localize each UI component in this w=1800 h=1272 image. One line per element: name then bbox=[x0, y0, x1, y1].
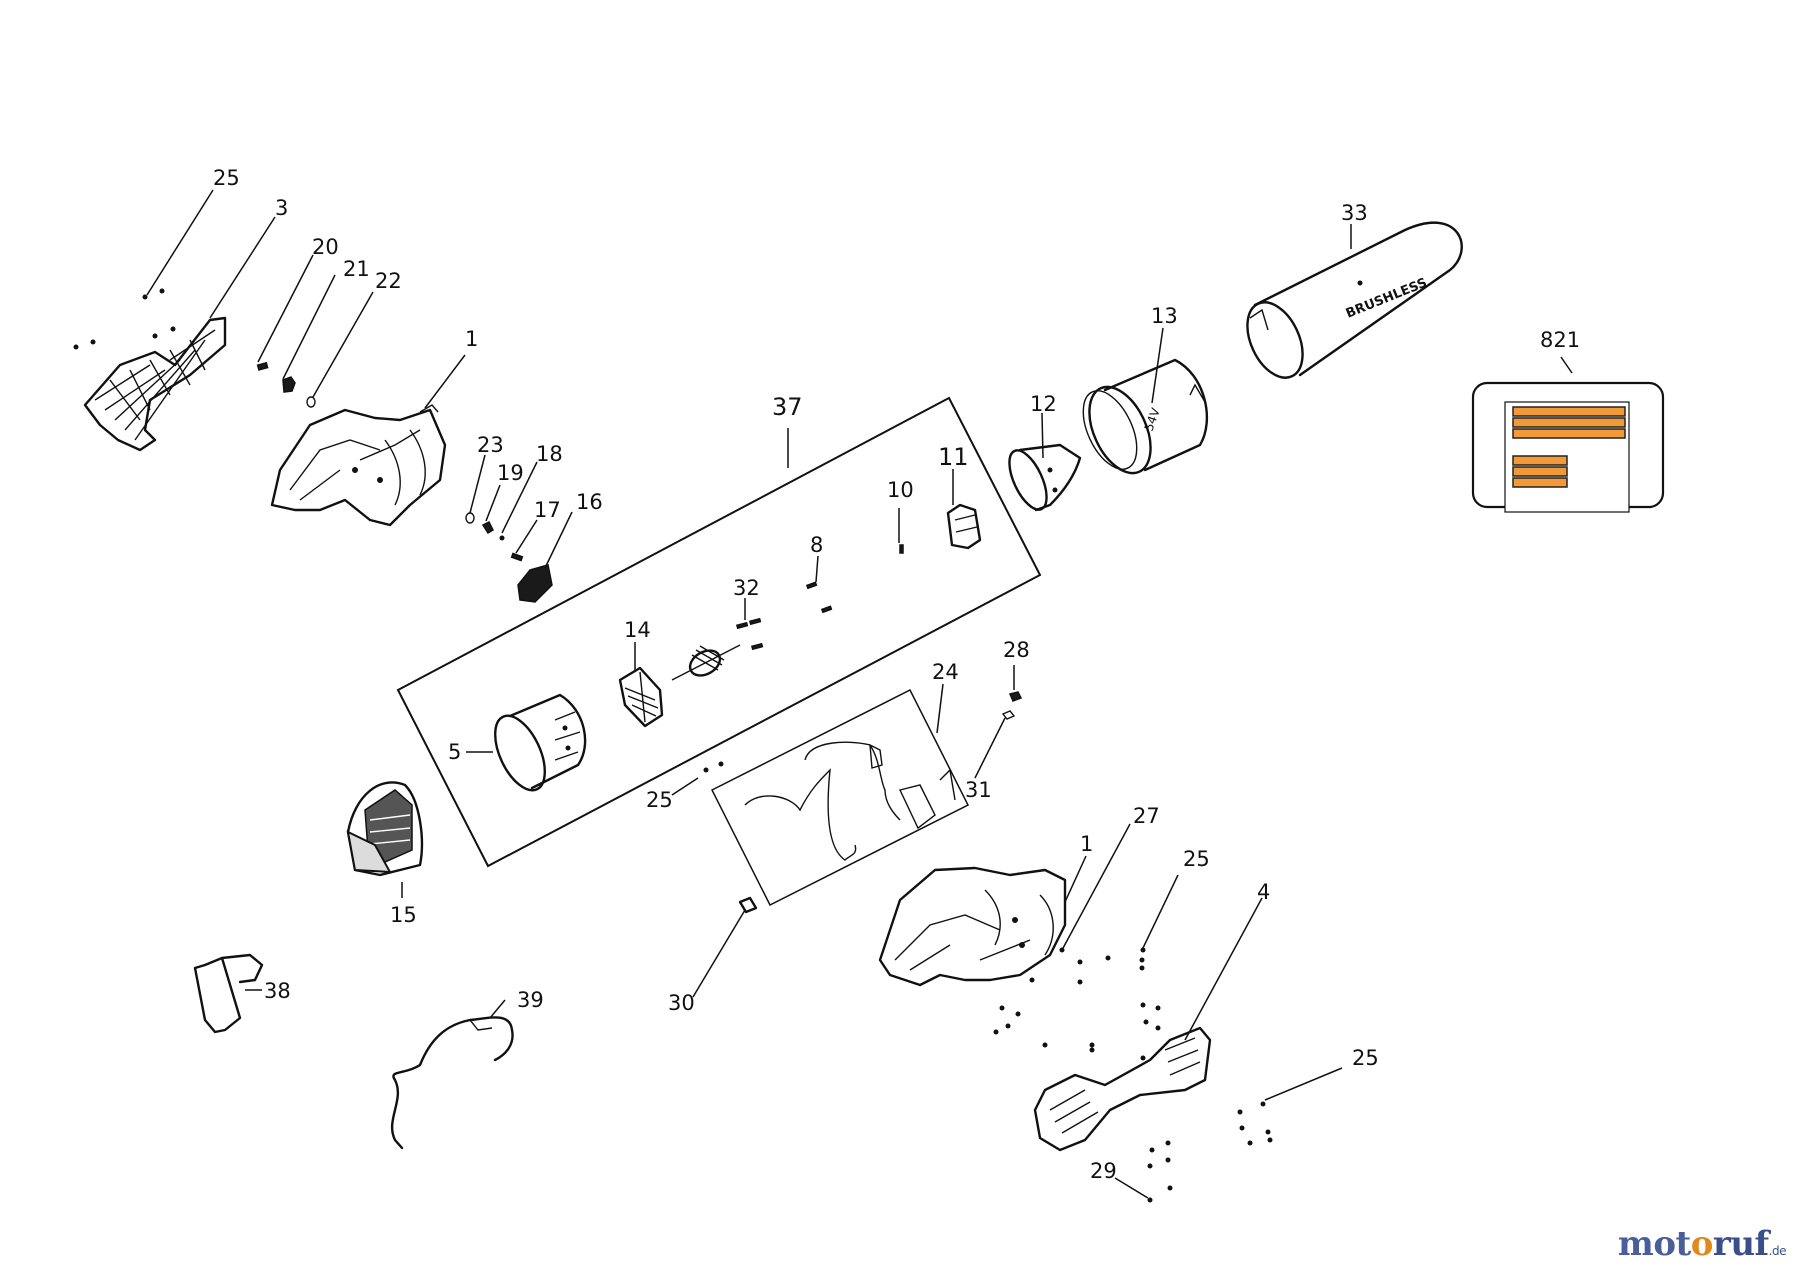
callout-29: 29 bbox=[1090, 1159, 1117, 1183]
callout-10: 10 bbox=[887, 478, 914, 502]
callout-11: 11 bbox=[938, 443, 969, 471]
part-38-bracket bbox=[193, 953, 264, 1034]
small-parts-20-21-22 bbox=[256, 361, 316, 408]
part-30-nut bbox=[738, 896, 758, 914]
callout-24: 24 bbox=[932, 660, 959, 684]
part-5-motor-housing bbox=[494, 693, 587, 792]
part-32-screws bbox=[735, 617, 764, 651]
callout-39: 39 bbox=[517, 988, 544, 1012]
part-16-trigger bbox=[517, 564, 553, 603]
callout-16: 16 bbox=[576, 490, 603, 514]
callout-8: 8 bbox=[810, 533, 823, 557]
leader-lines bbox=[146, 189, 1573, 1199]
part-25-screws-lower bbox=[993, 947, 1273, 1203]
callout-38: 38 bbox=[264, 979, 291, 1003]
part-14-fan bbox=[618, 666, 664, 728]
watermark-part1: mot bbox=[1617, 1224, 1691, 1264]
part-24-wiring-harness bbox=[710, 688, 970, 907]
callout-20: 20 bbox=[312, 235, 339, 259]
part-25-screws-mid bbox=[703, 761, 724, 773]
part-11-bearing-cap bbox=[946, 503, 982, 550]
callout-13: 13 bbox=[1151, 304, 1178, 328]
callout-21: 21 bbox=[343, 257, 370, 281]
part-12-cone bbox=[1008, 443, 1082, 512]
callout-25-lower: 25 bbox=[1183, 847, 1210, 871]
callout-28: 28 bbox=[1003, 638, 1030, 662]
callout-25-bottom: 25 bbox=[1352, 1046, 1379, 1070]
callout-18: 18 bbox=[536, 442, 563, 466]
part-1-housing-upper bbox=[270, 404, 447, 527]
callout-14: 14 bbox=[624, 618, 651, 642]
part-33-blower-tube: BRUSHLESS bbox=[1246, 221, 1463, 379]
callout-25-mid: 25 bbox=[646, 788, 673, 812]
part-821-label bbox=[1471, 381, 1665, 513]
callout-15: 15 bbox=[390, 903, 417, 927]
callout-31: 31 bbox=[965, 778, 992, 802]
part-1-housing-lower bbox=[878, 866, 1067, 987]
motor-rotor bbox=[671, 644, 741, 681]
callout-17: 17 bbox=[534, 498, 561, 522]
callout-4: 4 bbox=[1257, 880, 1270, 904]
part-15-inlet-filter bbox=[346, 781, 423, 877]
callout-23: 23 bbox=[477, 433, 504, 457]
callout-5: 5 bbox=[448, 740, 461, 764]
callout-25: 25 bbox=[213, 166, 240, 190]
watermark-part3: ruf bbox=[1712, 1224, 1769, 1264]
assembly-box-37 bbox=[396, 396, 1042, 868]
part-8-screws bbox=[805, 581, 833, 614]
part-39-wire bbox=[390, 1016, 514, 1150]
callout-27: 27 bbox=[1133, 804, 1160, 828]
callout-3: 3 bbox=[275, 196, 288, 220]
watermark-suffix: .de bbox=[1768, 1244, 1787, 1258]
callout-821: 821 bbox=[1540, 328, 1580, 352]
callout-12: 12 bbox=[1030, 392, 1057, 416]
callout-labels: 25 3 20 21 22 1 37 23 19 18 17 16 12 13 … bbox=[213, 166, 1580, 1183]
parts-28-31 bbox=[1001, 691, 1023, 720]
part-4-grille-lower bbox=[1033, 1026, 1212, 1152]
callout-37: 37 bbox=[772, 393, 803, 421]
callout-30: 30 bbox=[668, 991, 695, 1015]
small-parts-trigger-group bbox=[465, 512, 553, 603]
callout-1: 1 bbox=[465, 327, 478, 351]
callout-19: 19 bbox=[497, 461, 524, 485]
watermark-part2: o bbox=[1690, 1224, 1714, 1264]
callout-33: 33 bbox=[1341, 201, 1368, 225]
voltage-print: 54V bbox=[1142, 405, 1163, 433]
callout-1-lower: 1 bbox=[1080, 832, 1093, 856]
part-3-grille bbox=[73, 288, 227, 452]
watermark-logo: motoruf.de bbox=[1617, 1224, 1787, 1264]
part-13-tube-section: 54V bbox=[1082, 358, 1208, 475]
callout-32: 32 bbox=[733, 576, 760, 600]
callout-22: 22 bbox=[375, 269, 402, 293]
part-10-screw bbox=[899, 544, 904, 554]
